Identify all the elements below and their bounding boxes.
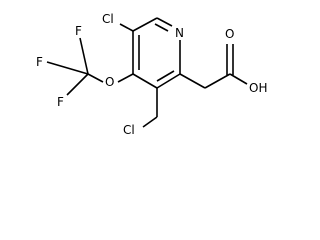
atom-label-o-ether: O <box>105 75 114 89</box>
bond-c-f-left <box>46 61 89 75</box>
bond-c-f-top <box>79 37 89 75</box>
bond-c-f-lower <box>66 73 89 96</box>
bond-c6-n1-double <box>154 23 169 32</box>
bond-c5-cl <box>119 23 134 32</box>
atom-label-f-top: F <box>75 24 82 38</box>
bond-ch2-cooh <box>204 73 231 89</box>
pyridine-ring <box>132 17 181 89</box>
bond-c-oh <box>229 73 248 85</box>
substituent-bonds <box>46 23 248 128</box>
atom-label-n: N <box>175 26 184 40</box>
bond-o-cf3 <box>87 73 104 83</box>
bond-c6-n1 <box>156 17 173 27</box>
bond-c5-c6 <box>132 17 158 32</box>
bond-c2-c3 <box>156 73 181 89</box>
atom-label-cl-chloromethyl: Cl <box>123 123 135 137</box>
bond-ch2-cl <box>142 116 158 128</box>
atom-labels: Cl N F F F O O OH Cl <box>36 12 267 137</box>
bond-c4-o <box>117 73 134 83</box>
atom-label-oh: OH <box>249 81 267 95</box>
atom-label-f-lower: F <box>57 95 64 109</box>
bond-c3-c4 <box>132 73 158 89</box>
bond-c2-ch2 <box>179 73 206 89</box>
chemical-structure-diagram: Cl N F F F O O OH Cl <box>36 12 267 137</box>
atom-label-o-carbonyl: O <box>225 27 234 41</box>
bond-c2-c3-double <box>156 70 175 82</box>
atom-label-cl-ring: Cl <box>102 12 114 26</box>
atom-label-f-left: F <box>36 55 43 69</box>
